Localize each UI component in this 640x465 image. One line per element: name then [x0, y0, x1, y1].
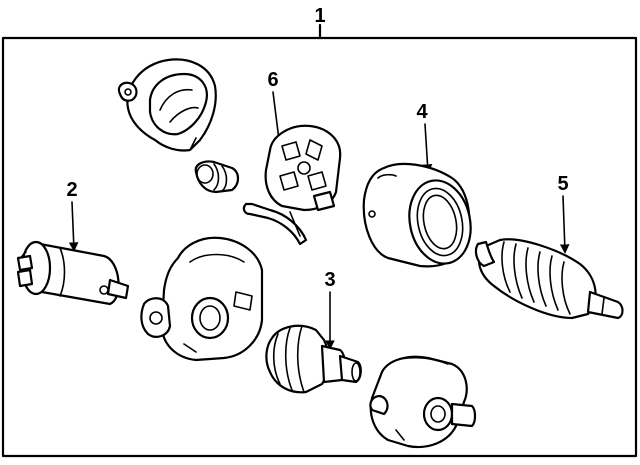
callout-3: 3 [324, 269, 335, 291]
callout-4: 4 [416, 101, 428, 123]
leader-4 [422, 123, 433, 174]
callout-6: 6 [267, 69, 278, 91]
callout-5: 5 [557, 173, 568, 195]
drive-gear-part [265, 324, 362, 394]
gear-case-part [140, 236, 264, 362]
sleeve-part [194, 160, 240, 194]
leader-5 [559, 195, 570, 254]
yoke-part [362, 162, 472, 268]
callout-1: 1 [314, 5, 325, 27]
solenoid-part [16, 240, 130, 306]
brush-holder-part [242, 124, 342, 246]
front-bracket-part [369, 355, 477, 449]
leader-2 [68, 201, 79, 252]
callout-2: 2 [66, 179, 77, 201]
assembly-frame [1, 23, 638, 458]
rear-cover-part [117, 58, 217, 152]
armature-part [474, 238, 624, 320]
